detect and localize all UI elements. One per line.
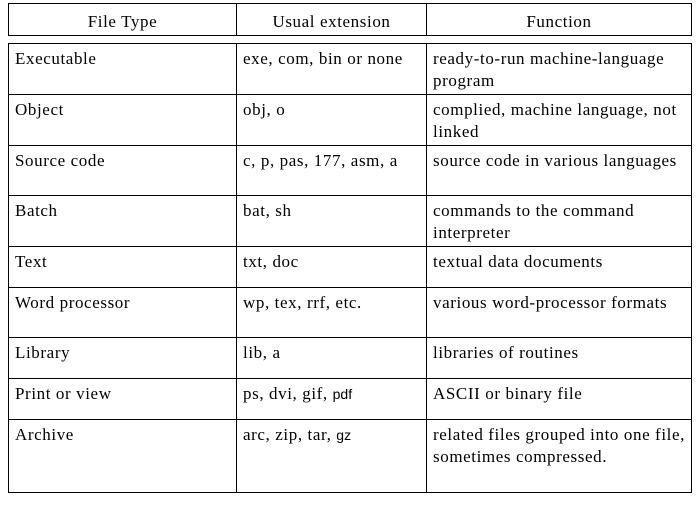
extension-text: bat, sh [243,201,292,220]
cell-file-type: Library [8,337,237,379]
table-row: Library lib, a libraries of routines [8,337,692,379]
table-row: Archive arc, zip, tar, gz related files … [8,419,692,493]
header-usual-extension: Usual extension [236,3,427,36]
table-row: Object obj, o complied, machine language… [8,94,692,146]
table-row: Text txt, doc textual data documents [8,246,692,288]
cell-extension: bat, sh [236,195,427,247]
cell-extension: arc, zip, tar, gz [236,419,427,493]
cell-extension: ps, dvi, gif, pdf [236,378,427,420]
cell-function: libraries of routines [426,337,692,379]
cell-extension: lib, a [236,337,427,379]
cell-function: source code in various languages [426,145,692,196]
header-function: Function [426,3,692,36]
cell-function: commands to the command interpreter [426,195,692,247]
extension-text-sans: gz [336,427,352,443]
extension-text: obj, o [243,100,286,119]
header-file-type: File Type [8,3,237,36]
table-row: Executable exe, com, bin or none ready-t… [8,43,692,95]
cell-file-type: Object [8,94,237,146]
file-types-table-header: File Type Usual extension Function [8,3,692,36]
cell-function: textual data documents [426,246,692,288]
cell-extension: txt, doc [236,246,427,288]
cell-function: ASCII or binary file [426,378,692,420]
cell-extension: c, p, pas, 177, asm, a [236,145,427,196]
cell-file-type: Word processor [8,287,237,338]
extension-text: exe, com, bin or none [243,49,403,68]
cell-extension: wp, tex, rrf, etc. [236,287,427,338]
cell-function: ready-to-run machine-language program [426,43,692,95]
table-row: Batch bat, sh commands to the command in… [8,195,692,247]
cell-function: complied, machine language, not linked [426,94,692,146]
header-row: File Type Usual extension Function [8,3,692,36]
extension-text: c, p, pas, 177, asm, a [243,151,398,170]
cell-extension: obj, o [236,94,427,146]
cell-function: various word-processor formats [426,287,692,338]
cell-function: related files grouped into one file, som… [426,419,692,493]
file-types-table: Executable exe, com, bin or none ready-t… [8,43,692,493]
table-row: Word processor wp, tex, rrf, etc. variou… [8,287,692,338]
cell-file-type: Batch [8,195,237,247]
extension-text: arc, zip, tar, [243,425,337,444]
cell-file-type: Archive [8,419,237,493]
extension-text: txt, doc [243,252,299,271]
extension-text: ps, dvi, gif, [243,384,333,403]
extension-text: wp, tex, rrf, etc. [243,293,362,312]
cell-file-type: Source code [8,145,237,196]
cell-file-type: Executable [8,43,237,95]
extension-text: lib, a [243,343,281,362]
cell-extension: exe, com, bin or none [236,43,427,95]
extension-text-sans: pdf [332,386,353,402]
table-row: Print or view ps, dvi, gif, pdf ASCII or… [8,378,692,420]
table-row: Source code c, p, pas, 177, asm, a sourc… [8,145,692,196]
cell-file-type: Text [8,246,237,288]
cell-file-type: Print or view [8,378,237,420]
